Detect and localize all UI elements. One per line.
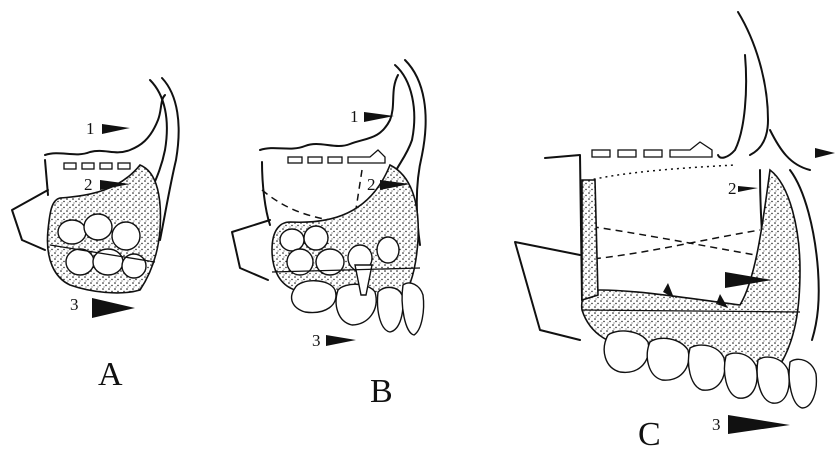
panel-b-zygoma xyxy=(232,220,270,280)
panel-b-dashed-floor xyxy=(288,150,385,163)
panel-c-arrow-3-label: 3 xyxy=(712,415,721,434)
panel-b-arrow-2-label: 2 xyxy=(367,175,376,194)
panel-c-dashed-floor xyxy=(592,142,712,157)
panel-a-label: A xyxy=(98,356,123,393)
panel-c-arrow-2-icon xyxy=(738,186,758,192)
panel-a-arrow-1-label: 1 xyxy=(86,119,95,138)
panel-c-arrow-2-label: 2 xyxy=(728,179,737,198)
panel-c-dashed-line-2 xyxy=(582,230,760,260)
panel-c-nasal-bone-front xyxy=(738,12,768,155)
panel-c-arrow-3-icon xyxy=(728,415,790,434)
panel-c-label: C xyxy=(638,416,661,450)
panel-c-dashed-line-1 xyxy=(580,225,755,255)
panel-a-arrow-3-icon xyxy=(92,298,135,318)
panel-b-arrow-1-label: 1 xyxy=(350,107,359,126)
panel-c-posterior-outline xyxy=(545,155,582,300)
panel-b-arrow-3-icon xyxy=(326,335,356,346)
panel-a-arrow-2-label: 2 xyxy=(84,175,93,194)
panel-b-label: B xyxy=(370,373,393,410)
panel-c-nasal-tip xyxy=(770,130,810,170)
panel-b-dashed-contour xyxy=(262,190,330,220)
panel-c-nasal-arrow-icon xyxy=(815,148,835,158)
panel-c-posterior-wall xyxy=(582,180,598,300)
panel-c-zygoma xyxy=(515,242,580,340)
panel-a-dashed-floor xyxy=(64,163,130,169)
panel-a-arrow-3-label: 3 xyxy=(70,295,79,314)
panel-a-arrow-1-icon xyxy=(102,124,130,134)
panel-b: 1 2 3 B xyxy=(232,60,426,410)
panel-b-wavy-suture xyxy=(260,75,398,150)
panel-b-arrow-3-label: 3 xyxy=(312,331,321,350)
panel-c-dotted-line xyxy=(582,165,735,182)
panel-c: 2 3 C xyxy=(515,12,835,450)
panel-a: 1 2 3 A xyxy=(12,78,179,393)
panel-c-nasal-bone-inner xyxy=(718,55,746,158)
panel-a-zygoma xyxy=(12,190,48,250)
